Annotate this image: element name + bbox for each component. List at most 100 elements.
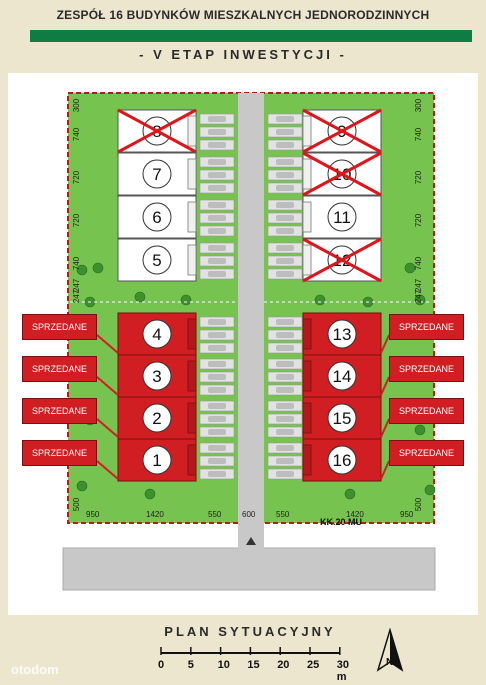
car-icon (276, 142, 294, 148)
car-icon (208, 387, 226, 393)
zoning-label: KK.20 MU (320, 517, 363, 527)
dimension-label: 720 (414, 170, 424, 185)
car-icon (208, 471, 226, 477)
car-icon (208, 332, 226, 338)
dimension-label: 720 (414, 213, 424, 228)
building-number: 14 (333, 367, 352, 386)
car-icon (276, 429, 294, 435)
car-icon (208, 445, 226, 451)
car-icon (276, 387, 294, 393)
building-number: 2 (152, 409, 161, 428)
car-icon (208, 429, 226, 435)
access-road (62, 547, 436, 591)
parking-spaces (199, 113, 303, 480)
car-icon (276, 416, 294, 422)
building-number: 6 (152, 208, 161, 227)
tree-icon (414, 424, 426, 436)
building-13 (302, 312, 382, 356)
tree-icon (424, 484, 436, 496)
dimension-label: 600 (242, 510, 256, 519)
car-icon (276, 245, 294, 251)
tree-icon (134, 291, 146, 303)
car-icon (276, 116, 294, 122)
tag-leader-line (96, 460, 119, 480)
dimension-label: 500 (414, 497, 424, 512)
header-green-bar (30, 30, 472, 42)
tree-icon (92, 262, 104, 274)
car-icon (208, 159, 226, 165)
tag-leader-line (380, 334, 390, 354)
cross-mark (302, 151, 382, 197)
dimension-label: 550 (208, 510, 222, 519)
building-number: 13 (333, 325, 352, 344)
building-2 (117, 396, 197, 440)
car-icon (276, 403, 294, 409)
building-number: 11 (333, 208, 351, 227)
tag-leader-line (96, 376, 119, 396)
car-icon (208, 258, 226, 264)
dimension-label: 247 (414, 289, 424, 304)
cross-mark (302, 237, 382, 283)
tree-icon (180, 294, 192, 306)
tag-leader-line (380, 376, 390, 396)
car-icon (208, 116, 226, 122)
cross-mark (302, 108, 382, 154)
car-icon (276, 319, 294, 325)
tag-leader-line (380, 418, 390, 438)
building-number: 3 (152, 367, 161, 386)
sold-tag: SPRZEDANE (22, 356, 97, 382)
tree-icon (76, 264, 88, 276)
car-icon (276, 185, 294, 191)
road-connector (238, 523, 264, 550)
tag-leader-line (96, 418, 119, 438)
car-icon (276, 345, 294, 351)
dimension-label: 247 (72, 289, 82, 304)
car-icon (208, 129, 226, 135)
dimension-label: 740 (414, 256, 424, 271)
scale-label: 20 (277, 659, 290, 671)
building-5 (117, 238, 197, 282)
car-icon (208, 319, 226, 325)
car-icon (208, 215, 226, 221)
building-1 (117, 438, 197, 482)
building-number: 16 (333, 451, 352, 470)
building-number: 7 (152, 165, 161, 184)
north-label: N (386, 657, 394, 668)
car-icon (276, 129, 294, 135)
dimension-label: 720 (72, 170, 82, 185)
car-icon (208, 403, 226, 409)
building-number: 1 (152, 451, 161, 470)
building-6 (117, 195, 197, 239)
tree-icon (344, 488, 356, 500)
car-icon (276, 445, 294, 451)
sold-tag: SPRZEDANE (22, 314, 97, 340)
header-title: ZESPÓŁ 16 BUDYNKÓW MIESZKALNYCH JEDNOROD… (56, 8, 430, 22)
car-icon (208, 202, 226, 208)
sold-tag: SPRZEDANE (389, 314, 464, 340)
building-number: 4 (152, 325, 161, 344)
header-subtitle: - V ETAP INWESTYCJI - (139, 47, 347, 62)
dimension-label: 720 (72, 213, 82, 228)
sold-tag: SPRZEDANE (389, 440, 464, 466)
buildings: 87654321910111213141516 (76, 108, 436, 500)
car-icon (276, 332, 294, 338)
car-icon (208, 245, 226, 251)
car-icon (276, 374, 294, 380)
car-icon (276, 361, 294, 367)
building-7 (117, 152, 197, 196)
building-4 (117, 312, 197, 356)
car-icon (276, 471, 294, 477)
car-icon (208, 345, 226, 351)
car-icon (208, 142, 226, 148)
dimension-label: 950 (86, 510, 100, 519)
car-icon (276, 258, 294, 264)
dimension-label: 550 (276, 510, 290, 519)
car-icon (276, 202, 294, 208)
sold-tag: SPRZEDANE (389, 356, 464, 382)
scale-label: 0 (158, 659, 165, 671)
tree-icon (314, 294, 326, 306)
sold-tag: SPRZEDANE (22, 398, 97, 424)
car-icon (208, 172, 226, 178)
